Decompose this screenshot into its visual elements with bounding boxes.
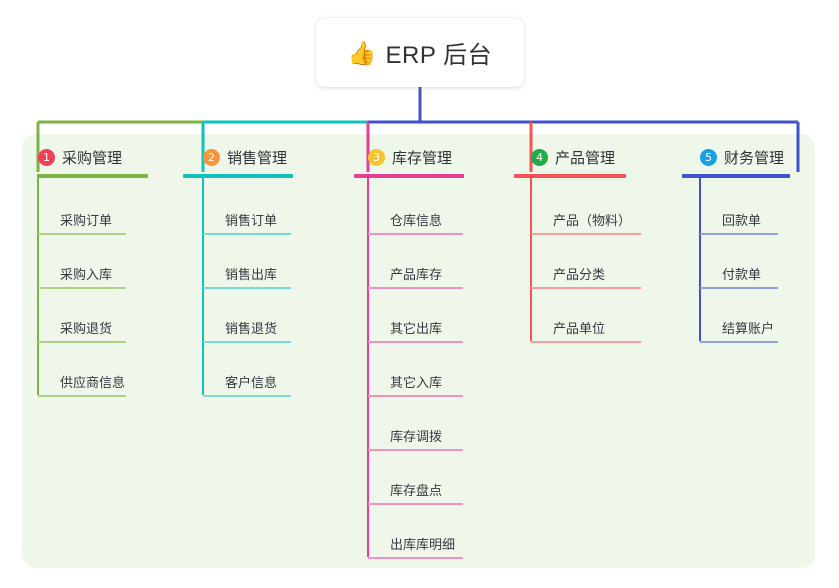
leaf-underline xyxy=(700,233,778,235)
branch-column-3: 3 库存管理 xyxy=(350,146,452,168)
branch-header-3[interactable]: 3 库存管理 xyxy=(350,146,452,168)
leaf-underline xyxy=(38,287,126,289)
leaf-underline xyxy=(531,341,641,343)
branch-index-badge: 4 xyxy=(531,148,548,166)
leaf-underline xyxy=(368,287,463,289)
branch-underline xyxy=(354,174,464,178)
branch-index-badge: 3 xyxy=(368,148,385,166)
leaf-node[interactable]: 产品单位 xyxy=(553,321,606,336)
leaf-node[interactable]: 仓库信息 xyxy=(390,213,443,228)
branch-index-badge: 5 xyxy=(700,148,717,166)
branch-header-4[interactable]: 4 产品管理 xyxy=(513,146,615,168)
root-node-card[interactable]: 👍 ERP 后台 xyxy=(316,18,524,87)
leaf-node[interactable]: 其它入库 xyxy=(390,375,443,390)
branch-header-5[interactable]: 5 财务管理 xyxy=(682,146,784,168)
leaf-node[interactable]: 库存盘点 xyxy=(390,483,443,498)
leaf-underline xyxy=(368,557,463,559)
leaf-underline xyxy=(368,341,463,343)
branch-header-1[interactable]: 1 采购管理 xyxy=(20,146,122,168)
leaf-node[interactable]: 销售出库 xyxy=(225,267,278,282)
leaf-node[interactable]: 库存调拨 xyxy=(390,429,443,444)
branch-index-badge: 1 xyxy=(38,148,55,166)
leaf-node[interactable]: 结算账户 xyxy=(722,321,775,336)
leaf-node[interactable]: 付款单 xyxy=(722,267,762,282)
leaf-node[interactable]: 采购退货 xyxy=(60,321,113,336)
leaf-underline xyxy=(38,233,126,235)
branch-column-1: 1 采购管理 xyxy=(20,146,122,168)
branch-title: 财务管理 xyxy=(724,149,785,167)
leaf-node[interactable]: 销售退货 xyxy=(225,321,278,336)
leaf-underline xyxy=(700,287,778,289)
leaf-underline xyxy=(368,233,463,235)
leaf-underline xyxy=(38,341,126,343)
leaf-node[interactable]: 采购订单 xyxy=(60,213,113,228)
leaf-node[interactable]: 产品库存 xyxy=(390,267,443,282)
branch-title: 库存管理 xyxy=(392,149,453,167)
branch-column-4: 4 产品管理 xyxy=(513,146,615,168)
leaf-underline xyxy=(203,287,291,289)
leaf-underline xyxy=(203,233,291,235)
branch-header-2[interactable]: 2 销售管理 xyxy=(185,146,287,168)
branch-underline xyxy=(38,174,148,178)
thumbs-up-icon: 👍 xyxy=(347,40,377,66)
leaf-underline xyxy=(700,341,778,343)
branch-title: 销售管理 xyxy=(227,149,288,167)
branch-title: 产品管理 xyxy=(555,149,616,167)
leaf-underline xyxy=(368,503,463,505)
leaf-underline xyxy=(531,233,641,235)
leaf-node[interactable]: 客户信息 xyxy=(225,375,278,390)
branch-underline xyxy=(682,174,790,178)
leaf-underline xyxy=(531,287,641,289)
branch-underline xyxy=(514,174,626,178)
leaf-underline xyxy=(203,395,291,397)
branches-panel xyxy=(22,134,815,568)
leaf-underline xyxy=(38,395,126,397)
leaf-underline xyxy=(368,449,463,451)
leaf-node[interactable]: 销售订单 xyxy=(225,213,278,228)
branch-underline xyxy=(183,174,293,178)
branch-title: 采购管理 xyxy=(62,149,123,167)
leaf-node[interactable]: 采购入库 xyxy=(60,267,113,282)
leaf-node[interactable]: 出库库明细 xyxy=(390,537,456,552)
leaf-node[interactable]: 产品（物料） xyxy=(553,213,632,228)
leaf-underline xyxy=(368,395,463,397)
branch-column-5: 5 财务管理 xyxy=(682,146,784,168)
leaf-underline xyxy=(203,341,291,343)
branch-column-2: 2 销售管理 xyxy=(185,146,287,168)
leaf-node[interactable]: 其它出库 xyxy=(390,321,443,336)
branch-index-badge: 2 xyxy=(203,148,220,166)
root-node-title: ERP 后台 xyxy=(385,42,493,69)
leaf-node[interactable]: 回款单 xyxy=(722,213,762,228)
leaf-node[interactable]: 产品分类 xyxy=(553,267,606,282)
leaf-node[interactable]: 供应商信息 xyxy=(60,375,126,390)
